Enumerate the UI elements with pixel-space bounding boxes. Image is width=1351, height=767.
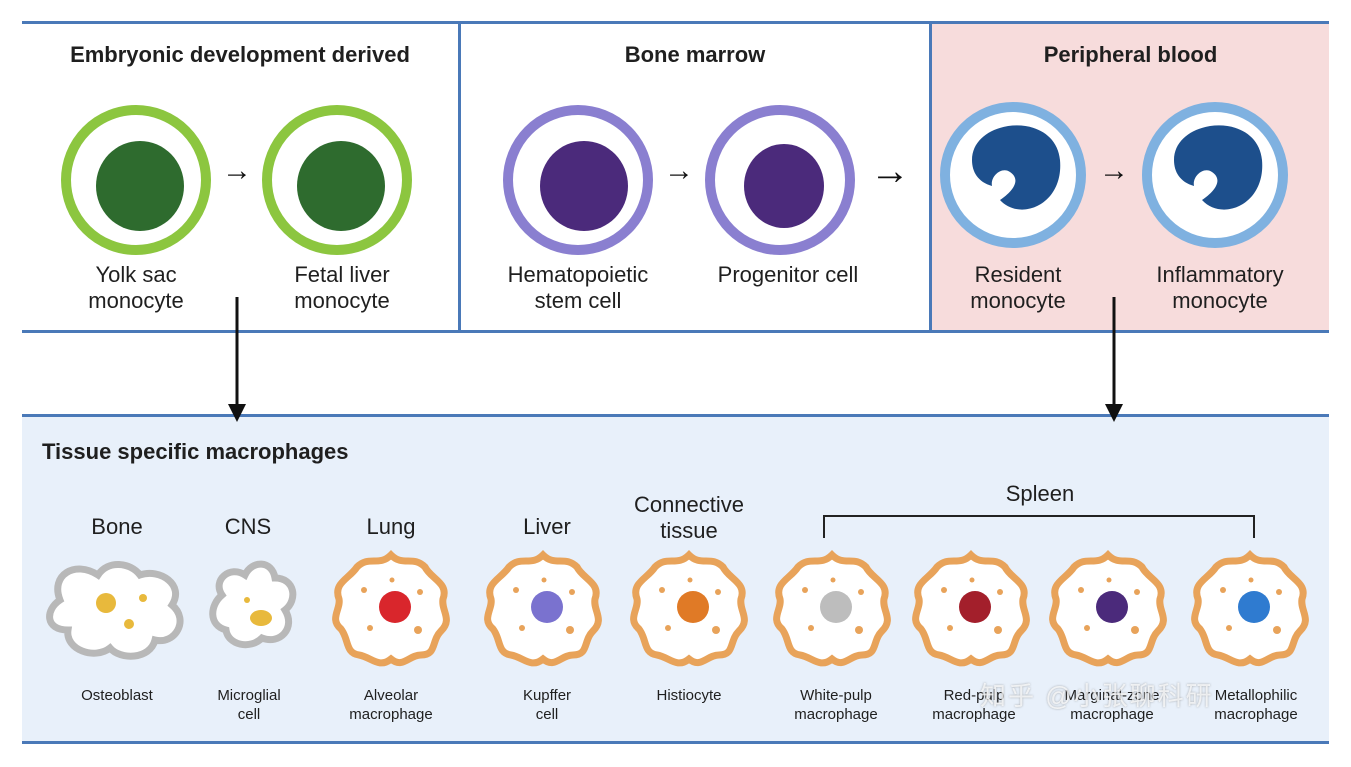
tissue-panel-top-border: [22, 414, 1329, 417]
divider-bonemarrow-peripheral: [929, 21, 932, 333]
fetal-liver-monocyte-label: Fetal liver monocyte: [294, 262, 390, 313]
cell-label-marginal-zone: Marginal-zone macrophage: [1064, 687, 1160, 723]
tissue-label-lung: Lung: [366, 514, 416, 539]
embryonic-title: Embryonic development derived: [70, 42, 410, 67]
red-pulp-macrophage-cell: [912, 550, 1030, 667]
resident-monocyte-cell: [940, 102, 1086, 248]
cell-label-red-pulp: Red-pulp macrophage: [932, 687, 1016, 723]
cell-label-metallophilic: Metallophilic macrophage: [1214, 687, 1298, 723]
histiocyte-cell: [630, 550, 748, 667]
watermark: 知乎 @小张聊科研: [980, 681, 1214, 711]
cell-label-osteoblast: Osteoblast: [81, 687, 153, 704]
kupffer-cell: [484, 550, 602, 667]
metallophilic-macrophage-cell: [1191, 550, 1309, 667]
arrow-right-icon: →: [1099, 154, 1129, 187]
cell-label-alveolar: Alveolar macrophage: [349, 687, 433, 723]
cell-label-microglial: Microglial cell: [217, 687, 281, 723]
arrow-down-icon: [228, 297, 246, 422]
top-cells-svg: [61, 102, 1288, 255]
marginal-zone-macrophage-cell: [1049, 550, 1167, 667]
bone-marrow-title: Bone marrow: [624, 42, 766, 67]
progenitor-cell-label: Progenitor cell: [717, 262, 859, 287]
cell-label-white-pulp: White-pulp macrophage: [794, 687, 878, 723]
tissue-panel-bottom-border: [22, 741, 1329, 744]
top-border: [22, 21, 1329, 24]
peripheral-blood-title: Peripheral blood: [1043, 42, 1218, 67]
arrow-right-icon: →: [222, 154, 252, 187]
tissue-label-bone: Bone: [91, 514, 143, 539]
tissue-label-liver: Liver: [523, 514, 571, 539]
hematopoietic-stem-cell-label: Hematopoietic stem cell: [507, 262, 649, 313]
spleen-bracket: [823, 515, 1255, 538]
white-pulp-macrophage-cell: [773, 550, 891, 667]
hematopoietic-stem-cell: [503, 105, 653, 255]
alveolar-macrophage-cell: [332, 550, 450, 667]
cell-label-kupffer: Kupffer cell: [522, 687, 572, 723]
top-panel-bottom-border: [22, 330, 1329, 333]
yolk-sac-monocyte-label: Yolk sac monocyte: [88, 262, 184, 313]
tissue-label-cns: CNS: [224, 514, 272, 539]
tissue-label-connective: Connective tissue: [633, 492, 745, 543]
resident-monocyte-label: Resident monocyte: [970, 262, 1066, 313]
progenitor-cell: [705, 105, 855, 255]
spleen-label: Spleen: [1005, 481, 1075, 506]
arrow-down-icon: [1105, 297, 1123, 422]
arrow-right-icon: →: [664, 154, 694, 187]
yolk-sac-monocyte-cell: [61, 105, 211, 255]
tissue-panel-title: Tissue specific macrophages: [42, 439, 349, 464]
inflammatory-monocyte-label: Inflammatory monocyte: [1156, 262, 1284, 313]
arrow-right-icon: →: [870, 149, 910, 193]
osteoblast-cell: [46, 561, 184, 660]
fetal-liver-monocyte-cell: [262, 105, 412, 255]
cell-label-histiocyte: Histiocyte: [656, 687, 722, 704]
divider-embryonic-bonemarrow: [458, 21, 461, 333]
inflammatory-monocyte-cell: [1142, 102, 1288, 248]
microglial-cell: [209, 560, 297, 649]
